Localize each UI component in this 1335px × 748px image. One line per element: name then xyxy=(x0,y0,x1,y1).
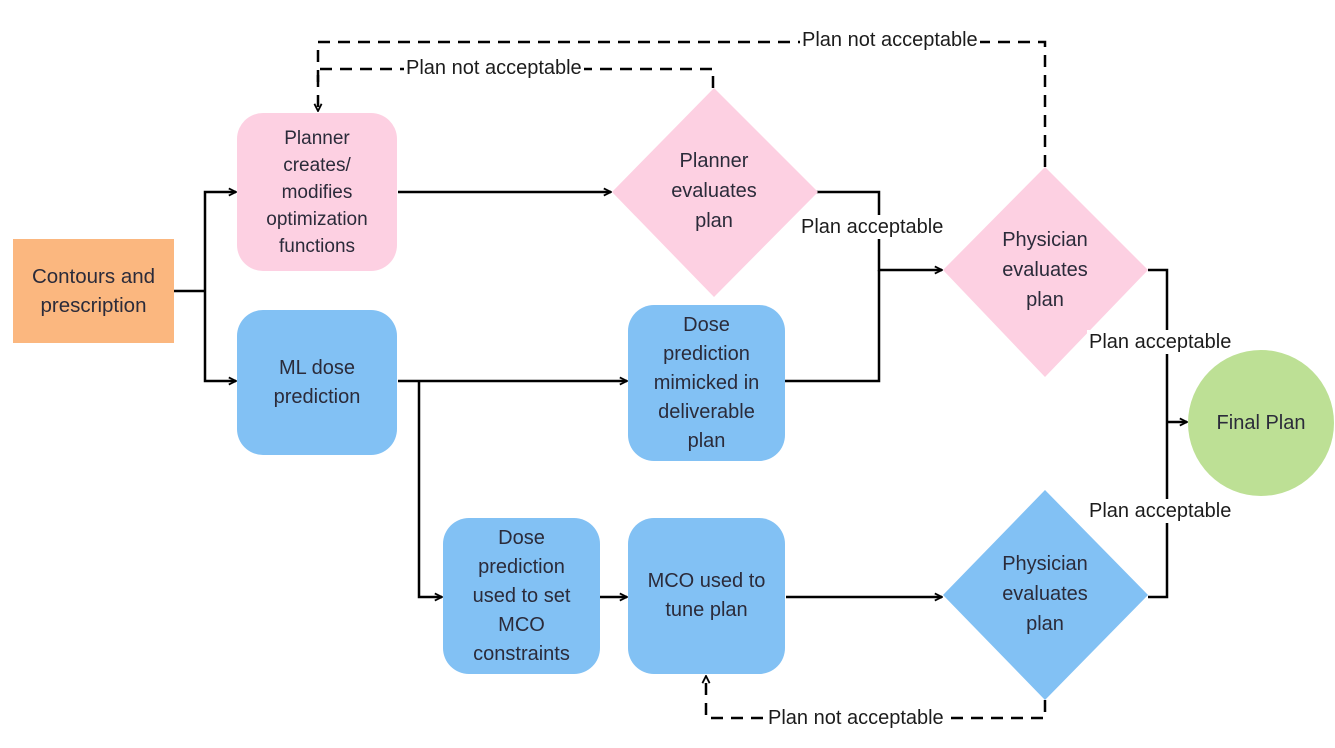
dose-mco-line-5: constraints xyxy=(473,642,570,665)
dose-mco-label: Dose prediction used to set MCO constrai… xyxy=(473,524,571,669)
dose-mimicked-line-2: prediction xyxy=(663,342,750,365)
dose-mco-line-4: MCO xyxy=(498,613,545,636)
planner-creates-line-3: modifies xyxy=(281,181,353,203)
physician-bottom-line-1: Physician xyxy=(1002,553,1088,575)
physician-top-line-2: evaluates xyxy=(1002,259,1088,281)
edge-contours-to-ml xyxy=(203,291,236,381)
mco-tune-line-2: tune plan xyxy=(665,599,748,621)
edge-physician-bottom-to-final xyxy=(1148,422,1169,599)
planner-creates-line-2: creates/ xyxy=(283,154,351,176)
mco-tune-label: MCO used to tune plan xyxy=(648,567,766,625)
planner-evaluates-line-1: Planner xyxy=(679,150,749,172)
edge-physician-top-to-final xyxy=(1148,268,1169,422)
dose-mimicked-line-3: mimicked in xyxy=(653,371,760,394)
edge-contours-to-planner xyxy=(203,192,236,291)
dose-mco-line-3: used to set xyxy=(472,584,571,607)
dose-mimicked-line-4: deliverable xyxy=(658,400,755,423)
ml-dose-line-2: prediction xyxy=(273,385,361,408)
physician-top-line-3: plan xyxy=(1026,289,1064,311)
final-plan-label: Final Plan xyxy=(1216,412,1306,434)
ml-dose-line-1: ML dose xyxy=(279,356,355,379)
ml-dose-label: ML dose prediction xyxy=(274,354,361,412)
edge-mimicked-to-physician xyxy=(784,270,881,383)
dose-mco-box: Dose prediction used to set MCO constrai… xyxy=(443,518,600,674)
planner-evaluates-line-3: plan xyxy=(695,210,733,232)
physician-evaluates-bottom-diamond xyxy=(943,490,1148,700)
dose-mimicked-label: Dose prediction mimicked in deliverable … xyxy=(654,311,760,456)
edge-inner-not-acceptable xyxy=(318,67,715,111)
label-acceptable-planner: Plan acceptable xyxy=(799,215,946,239)
planner-creates-line-1: Planner xyxy=(284,127,350,149)
physician-top-line-1: Physician xyxy=(1002,229,1088,251)
planner-creates-line-5: functions xyxy=(278,235,356,257)
dose-mimicked-box: Dose prediction mimicked in deliverable … xyxy=(628,305,785,461)
contours-label: Contours and prescription xyxy=(32,262,155,320)
label-acceptable-physician-bottom: Plan acceptable xyxy=(1087,499,1234,523)
label-not-acceptable-bottom: Plan not acceptable xyxy=(766,706,946,730)
planner-creates-label: Planner creates/ modifies optimization f… xyxy=(266,125,367,260)
contours-line-2: prescription xyxy=(40,294,147,317)
planner-evaluates-label: Planner evaluates plan xyxy=(634,146,794,236)
physician-bottom-line-2: evaluates xyxy=(1002,583,1088,605)
planner-creates-line-4: optimization xyxy=(266,208,368,230)
dose-mimicked-line-1: Dose xyxy=(683,313,730,336)
physician-evaluates-bottom-label: Physician evaluates plan xyxy=(965,549,1125,639)
physician-bottom-line-3: plan xyxy=(1026,613,1064,635)
label-not-acceptable-inner: Plan not acceptable xyxy=(404,56,584,80)
contours-box: Contours and prescription xyxy=(13,239,174,343)
label-not-acceptable-outer: Plan not acceptable xyxy=(800,28,980,52)
ml-dose-box: ML dose prediction xyxy=(237,310,397,455)
edge-ml-to-mco-constraints xyxy=(417,381,442,597)
dose-mimicked-line-5: plan xyxy=(687,429,726,452)
planner-evaluates-diamond xyxy=(612,88,818,297)
dose-mco-line-1: Dose xyxy=(498,526,545,549)
dose-mco-line-2: prediction xyxy=(478,555,565,578)
planner-evaluates-line-2: evaluates xyxy=(671,180,757,202)
physician-evaluates-top-diamond xyxy=(943,167,1148,377)
planner-creates-box: Planner creates/ modifies optimization f… xyxy=(237,113,397,271)
physician-evaluates-top-label: Physician evaluates plan xyxy=(965,225,1125,315)
mco-tune-box: MCO used to tune plan xyxy=(628,518,785,674)
contours-line-1: Contours and xyxy=(31,265,156,288)
mco-tune-line-1: MCO used to xyxy=(647,570,766,592)
edge-outer-not-acceptable xyxy=(316,40,1047,167)
label-acceptable-physician-top: Plan acceptable xyxy=(1087,330,1234,354)
final-plan-circle xyxy=(1188,350,1334,496)
